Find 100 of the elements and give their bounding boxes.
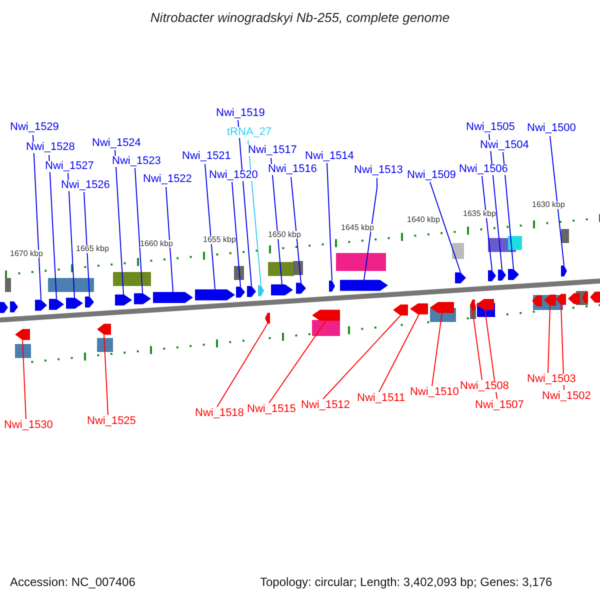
leader-line	[432, 312, 442, 386]
footer-text: Accession: NC_007406	[10, 576, 136, 588]
gene-feature	[393, 304, 408, 316]
gene-feature	[556, 294, 566, 305]
leader-line	[364, 178, 378, 280]
gene-feature	[455, 272, 466, 284]
leader-line	[238, 120, 252, 286]
gene-label: Nwi_1507	[475, 400, 524, 411]
gene-feature	[329, 280, 335, 292]
gene-feature	[97, 324, 111, 335]
gene-label: Nwi_1502	[542, 391, 591, 402]
gene-label: Nwi_1530	[4, 420, 53, 431]
gene-label: Nwi_1509	[407, 170, 456, 181]
title: Nitrobacter winogradskyi Nb-255, complete genome	[149, 11, 451, 24]
gene-feature	[271, 284, 293, 296]
gene-feature	[49, 298, 64, 310]
leader-line	[472, 310, 482, 380]
gene-label: Nwi_1520	[209, 170, 258, 181]
gene-label: Nwi_1506	[459, 164, 508, 175]
leader-line	[484, 310, 498, 400]
gene-feature	[15, 329, 30, 340]
gene-label: Nwi_1512	[301, 400, 350, 411]
leader-line	[430, 182, 461, 273]
gene-label: Nwi_1521	[182, 151, 231, 162]
footer-text: Topology: circular; Length: 3,402,093 bp; Genes: 3,176	[260, 576, 552, 588]
gene-label: Nwi_1517	[248, 145, 297, 156]
gene-feature	[0, 302, 8, 313]
leader-line	[48, 154, 57, 300]
gene-feature	[508, 268, 519, 280]
leader-line	[326, 162, 332, 282]
leader-line	[482, 176, 492, 271]
gene-feature	[582, 292, 588, 304]
scale-label: 1645 kbp	[341, 224, 374, 232]
scale-label: 1630 kbp	[532, 201, 565, 209]
gene-label: Nwi_1508	[460, 381, 509, 392]
gene-label: Nwi_1513	[354, 165, 403, 176]
gene-label: Nwi_1527	[45, 161, 94, 172]
gene-label: Nwi_1515	[247, 404, 296, 415]
gene-feature	[66, 298, 83, 309]
leader-line	[22, 340, 26, 420]
gene-feature	[265, 312, 270, 324]
scale-label: 1650 kbp	[268, 231, 301, 239]
gene-label: Nwi_1524	[92, 138, 141, 149]
gene-feature	[498, 270, 506, 281]
gene-label: tRNA_27	[227, 127, 272, 138]
scale-label: 1665 kbp	[76, 245, 109, 253]
leader-line	[104, 334, 108, 416]
gene-label: Nwi_1503	[527, 374, 576, 385]
leader-line	[166, 186, 174, 293]
gene-label: Nwi_1523	[112, 156, 161, 167]
scale-label: 1635 kbp	[463, 210, 496, 218]
gene-feature	[236, 286, 245, 298]
gene-label: Nwi_1514	[305, 151, 354, 162]
gene-label: Nwi_1519	[216, 108, 265, 119]
scale-label: 1670 kbp	[10, 250, 43, 258]
leader-line	[378, 314, 420, 392]
gene-feature	[258, 285, 264, 296]
gene-label: Nwi_1522	[143, 174, 192, 185]
gene-feature	[10, 301, 18, 312]
scale-label: 1640 kbp	[407, 216, 440, 224]
leader-line	[68, 172, 75, 298]
leader-line	[114, 150, 124, 295]
gene-label: Nwi_1525	[87, 416, 136, 427]
leader-line	[248, 140, 262, 286]
gene-feature	[532, 295, 542, 306]
gene-feature	[115, 294, 132, 306]
gene-feature	[312, 310, 340, 321]
leader-line	[550, 136, 564, 266]
gene-label: Nwi_1529	[10, 122, 59, 133]
gene-feature	[134, 293, 151, 304]
gene-feature	[488, 270, 496, 282]
gene-feature	[410, 303, 428, 314]
leader-line	[232, 182, 241, 288]
gene-label: Nwi_1526	[61, 180, 110, 191]
gene-feature	[247, 286, 256, 297]
leader-line	[216, 323, 268, 408]
gene-feature	[85, 296, 94, 308]
scale-label: 1660 kbp	[140, 240, 173, 248]
leader-line	[322, 315, 401, 400]
gene-label: Nwi_1511	[357, 393, 406, 404]
leader-line	[268, 320, 326, 404]
leader-line	[502, 152, 514, 270]
gene-feature	[544, 294, 556, 306]
gene-label: Nwi_1500	[527, 123, 576, 134]
leader-line	[560, 304, 564, 390]
leader-line	[290, 176, 302, 284]
gene-feature	[296, 282, 306, 294]
gene-label: Nwi_1528	[26, 142, 75, 153]
gene-feature	[561, 266, 567, 277]
gene-label: Nwi_1504	[480, 140, 529, 151]
gene-feature	[568, 293, 580, 304]
gene-feature	[35, 300, 47, 311]
gene-feature	[153, 292, 193, 304]
leader-line	[548, 305, 550, 374]
gene-feature	[340, 280, 388, 291]
leader-line	[270, 158, 282, 285]
leader-line	[204, 164, 216, 290]
gene-label: Nwi_1518	[195, 408, 244, 419]
gene-feature	[590, 292, 600, 303]
gene-label: Nwi_1516	[268, 164, 317, 175]
